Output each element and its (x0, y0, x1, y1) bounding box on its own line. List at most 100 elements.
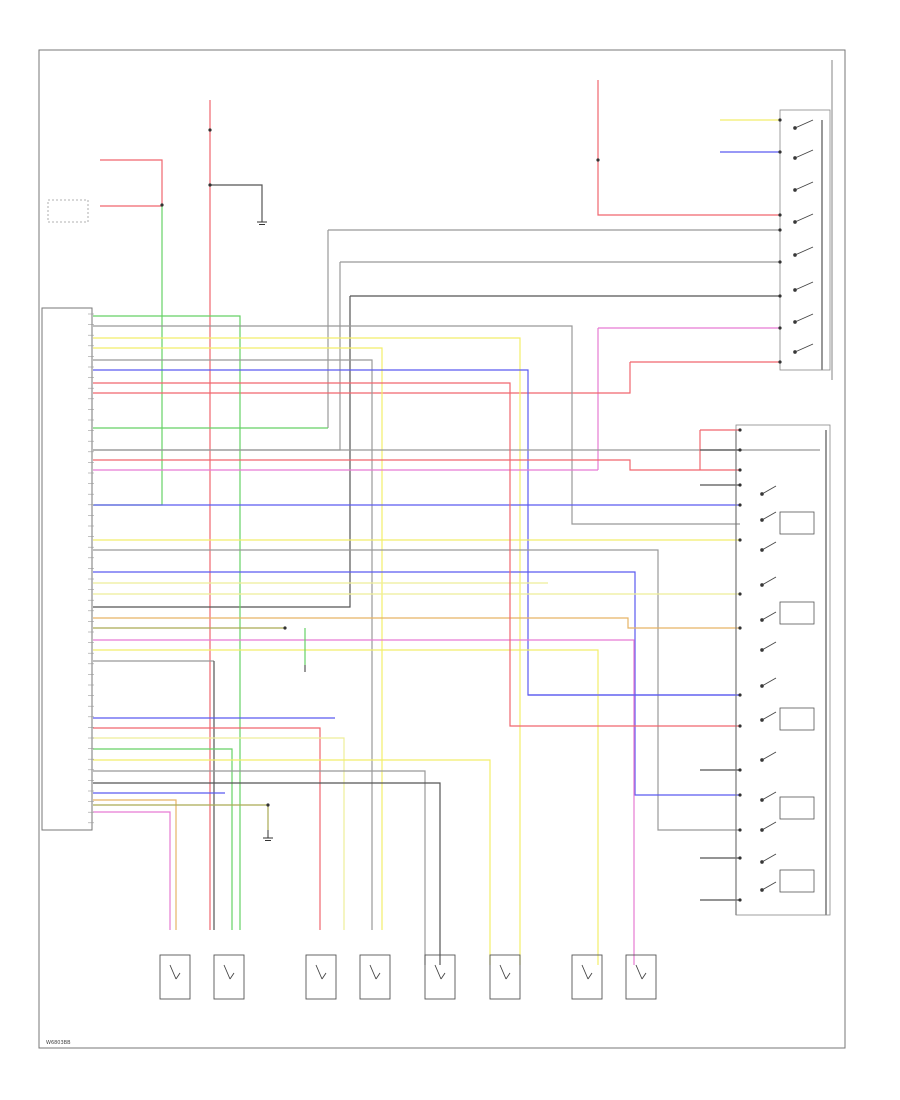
wire-dark (93, 296, 351, 608)
switch-contact-point (793, 320, 797, 324)
wire-orange (93, 799, 177, 930)
splice-dot (738, 828, 742, 832)
splice-dot (778, 118, 782, 122)
switch-contact (761, 821, 777, 831)
wire-green (93, 748, 233, 930)
splice-dot (738, 592, 742, 596)
switch-contact-point (760, 718, 764, 722)
motor-box (571, 954, 603, 1000)
ground-symbol (263, 830, 273, 841)
switch-contact-point (760, 828, 764, 832)
switch-contact (761, 541, 777, 551)
switch-contact (761, 576, 777, 586)
connector-pin-ticks (88, 313, 94, 824)
splice-dot (738, 483, 742, 487)
splice-dot (778, 360, 782, 364)
motor-box (213, 954, 245, 1000)
splice-dot (208, 183, 212, 187)
wire-gray (93, 549, 740, 831)
motor-contact (581, 964, 593, 980)
switch-contact (794, 213, 814, 223)
control-module-box (41, 307, 93, 831)
wire-green (93, 315, 241, 930)
splice-dot (266, 803, 270, 807)
relay-box (779, 707, 815, 731)
motor-box (489, 954, 521, 1000)
wire-yellow (93, 347, 383, 930)
splice-dot (778, 260, 782, 264)
wire-yellow (93, 337, 521, 965)
wire-red (93, 459, 740, 471)
switch-contact (761, 611, 777, 621)
switch-contact (794, 343, 814, 353)
wire-gray (93, 770, 426, 965)
splice-dot (738, 468, 742, 472)
splice-dot (778, 294, 782, 298)
switch-contact-point (793, 156, 797, 160)
splice-dot (208, 128, 212, 132)
relay-box (779, 796, 815, 820)
switch-contact-point (760, 648, 764, 652)
switch-contact (761, 881, 777, 891)
switch-contact (794, 246, 814, 256)
relay-box (779, 511, 815, 535)
splice-dot (738, 503, 742, 507)
switch-contact (794, 119, 814, 129)
splice-dot (778, 228, 782, 232)
motor-box (159, 954, 191, 1000)
splice-dot (738, 768, 742, 772)
switch-contact (761, 751, 777, 761)
wire-gray (93, 325, 740, 525)
relay-box (779, 601, 815, 625)
relay-box (779, 869, 815, 893)
wire-yellow (93, 649, 599, 965)
diagram-id: W6803BB (46, 1040, 71, 1046)
wire-blue (93, 369, 740, 696)
switch-contact (794, 181, 814, 191)
motor-box (359, 954, 391, 1000)
switch-contact (794, 149, 814, 159)
splice-dots (160, 118, 782, 902)
wire-red (93, 382, 740, 727)
wire-group (93, 60, 833, 965)
motor-box (424, 954, 456, 1000)
switch-contact-point (760, 758, 764, 762)
switch-contacts (760, 119, 815, 893)
splice-dot (738, 898, 742, 902)
switch-contact (761, 485, 777, 495)
wire-dark (210, 184, 263, 215)
switch-contact-point (793, 220, 797, 224)
wire-dark (93, 782, 441, 965)
motor-contact (169, 964, 181, 980)
switch-contact-point (760, 583, 764, 587)
wire-lightyellow (93, 737, 345, 930)
splice-dot (160, 203, 164, 207)
wire-red (93, 362, 631, 394)
motor-contact (434, 964, 446, 980)
wire-yellow (93, 759, 491, 965)
wire-red (93, 727, 321, 930)
switch-contact-point (760, 860, 764, 864)
motor-contact (499, 964, 511, 980)
splice-dot (738, 793, 742, 797)
switch-box-top-left (47, 199, 89, 223)
wire-orange (93, 617, 740, 629)
motor-box (625, 954, 657, 1000)
motor-contact (369, 964, 381, 980)
switch-contact-point (760, 888, 764, 892)
switch-contact-point (760, 518, 764, 522)
motor-box (305, 954, 337, 1000)
wire-red (597, 80, 780, 216)
wire-pink (93, 811, 171, 930)
splice-dot (738, 856, 742, 860)
ground-symbol (257, 215, 267, 225)
switch-contact-point (760, 798, 764, 802)
splice-dot (778, 150, 782, 154)
switch-contact-point (793, 188, 797, 192)
splice-dot (738, 448, 742, 452)
switch-contact-point (760, 548, 764, 552)
wire-pink (93, 639, 635, 965)
splice-dot (738, 724, 742, 728)
